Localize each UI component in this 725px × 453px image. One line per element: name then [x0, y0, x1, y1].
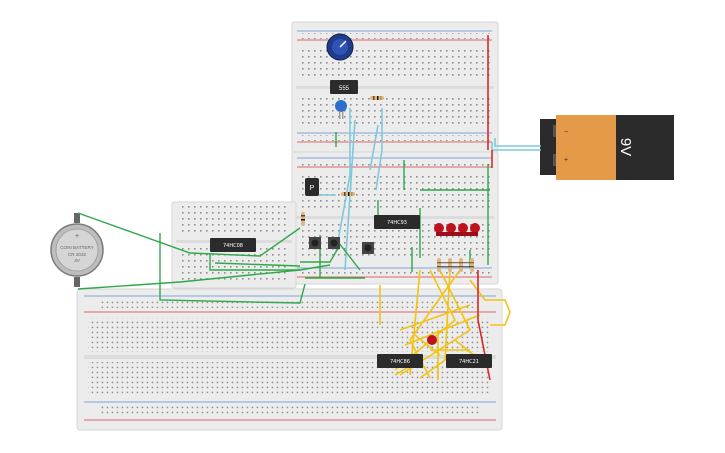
timer-555-chip[interactable]: 555 — [330, 80, 358, 94]
potentiometer[interactable] — [326, 33, 354, 61]
wires-green[interactable] — [77, 132, 490, 304]
capacitor[interactable] — [335, 100, 347, 119]
chip-74hc93[interactable]: 74HC93 — [374, 215, 420, 229]
leds[interactable] — [427, 223, 480, 345]
coin-battery-model: CR 2032 — [68, 252, 87, 257]
battery-9v[interactable]: − + 9V — [540, 115, 674, 180]
coin-battery-voltage: 3V — [74, 258, 81, 263]
coin-battery-plus: + — [75, 233, 79, 240]
battery-plus-label: + — [564, 157, 568, 164]
resistor-2[interactable] — [341, 192, 355, 196]
chip-74hc86[interactable]: 74HC86 — [377, 354, 423, 368]
chip-74hc21-label: 74HC21 — [459, 359, 479, 365]
chip-74hc21[interactable]: 74HC21 — [446, 354, 492, 368]
chip-74hc08[interactable]: 74HC08 — [210, 238, 256, 252]
resistors[interactable] — [301, 96, 474, 272]
coin-battery[interactable]: + COIN BATTERY CR 2032 3V — [50, 213, 104, 287]
breadboard-top-upper[interactable] — [291, 21, 499, 153]
push-button-3[interactable] — [362, 242, 374, 254]
resistor-bank[interactable] — [437, 258, 474, 272]
battery-voltage-label: 9V — [617, 138, 634, 156]
chip-74hc93-label: 74HC93 — [387, 220, 407, 226]
push-button-2[interactable] — [328, 237, 340, 249]
coin-battery-type: COIN BATTERY — [60, 245, 94, 250]
chip-74hc08-label: 74HC08 — [223, 243, 243, 249]
push-button-1[interactable] — [309, 237, 321, 249]
timer-555-label: 555 — [339, 86, 350, 92]
transistor-label: P — [310, 185, 315, 192]
chip-74hc86-label: 74HC86 — [390, 359, 410, 365]
breadboard-bottom[interactable] — [76, 288, 503, 431]
wires-yellow[interactable] — [379, 269, 511, 380]
resistor-1[interactable] — [370, 96, 384, 100]
led-bottom[interactable] — [427, 335, 437, 345]
resistor-3[interactable] — [301, 212, 305, 226]
push-buttons[interactable] — [309, 237, 374, 254]
battery-minus-label: − — [564, 129, 568, 136]
transistor[interactable]: P — [305, 178, 319, 196]
breadboard-top-lower[interactable] — [291, 151, 499, 285]
